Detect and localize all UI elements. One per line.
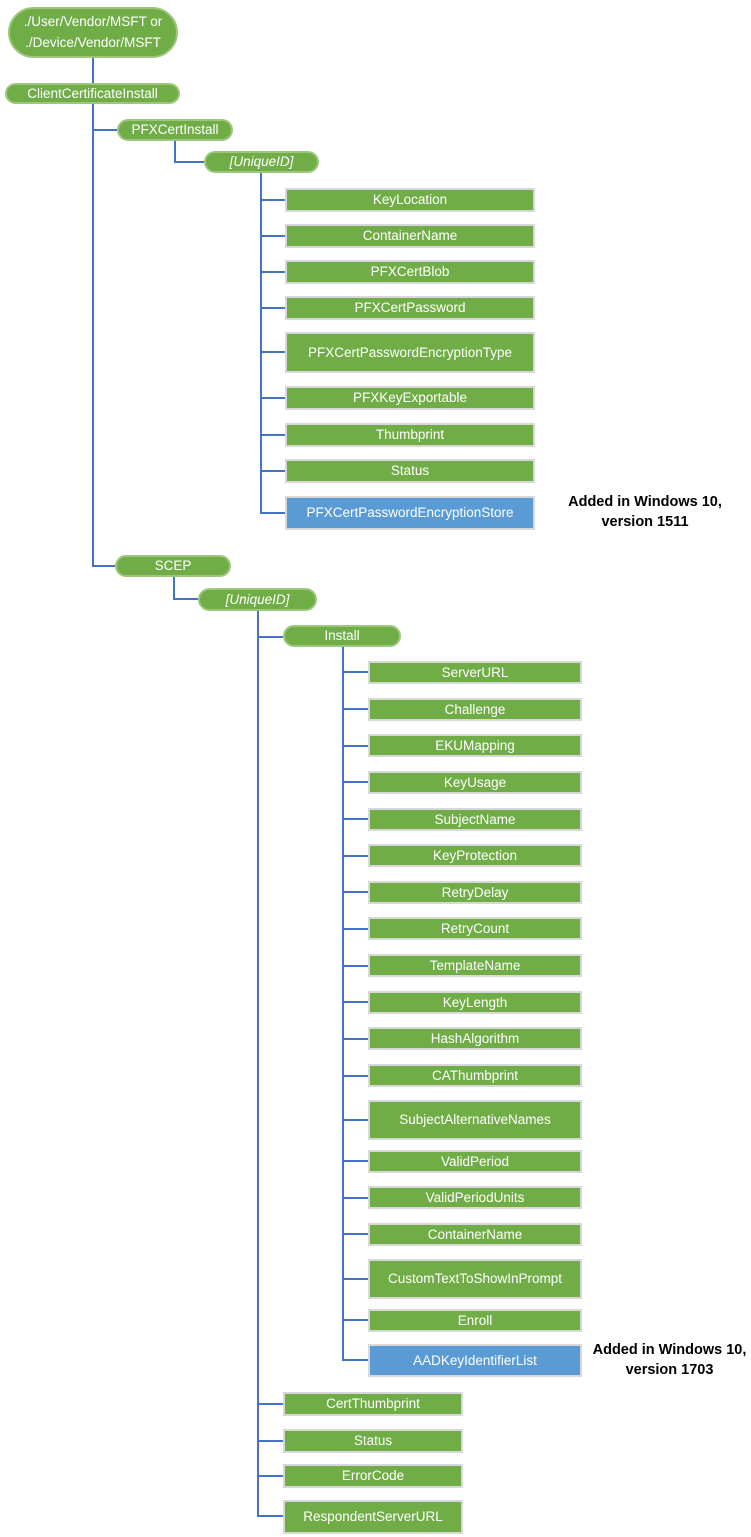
node-respondentserverurl: RespondentServerURL bbox=[283, 1500, 463, 1534]
node-ekumapping: EKUMapping bbox=[368, 734, 582, 757]
node-keyusage: KeyUsage bbox=[368, 771, 582, 794]
node-subjectname: SubjectName bbox=[368, 808, 582, 831]
node-hashalgorithm: HashAlgorithm bbox=[368, 1027, 582, 1050]
node-certthumbprint: CertThumbprint bbox=[283, 1392, 463, 1416]
node-subjectalternativenames: SubjectAlternativeNames bbox=[368, 1100, 582, 1140]
node-thumbprint: Thumbprint bbox=[285, 423, 535, 447]
node-retrydelay: RetryDelay bbox=[368, 881, 582, 904]
node-challenge: Challenge bbox=[368, 698, 582, 721]
node-pfxcertpasswordencryptiontype: PFXCertPasswordEncryptionType bbox=[285, 332, 535, 373]
node-pfxkeyexportable: PFXKeyExportable bbox=[285, 386, 535, 410]
node-customtexttoshowinprompt: CustomTextToShowInPrompt bbox=[368, 1259, 582, 1299]
node-serverurl: ServerURL bbox=[368, 661, 582, 684]
node-cathumbprint: CAThumbprint bbox=[368, 1064, 582, 1087]
node-pfxcertblob: PFXCertBlob bbox=[285, 260, 535, 284]
node-enroll: Enroll bbox=[368, 1309, 582, 1332]
node-install: Install bbox=[283, 625, 401, 647]
node-clientcertificateinstall: ClientCertificateInstall bbox=[5, 83, 180, 104]
node-scep-uniqueid: [UniqueID] bbox=[198, 588, 317, 611]
node-errorcode: ErrorCode bbox=[283, 1464, 463, 1488]
node-pfxcertpassword: PFXCertPassword bbox=[285, 296, 535, 320]
node-status-scep: Status bbox=[283, 1429, 463, 1453]
node-templatename: TemplateName bbox=[368, 954, 582, 977]
node-status-pfx: Status bbox=[285, 459, 535, 483]
node-containername-pfx: ContainerName bbox=[285, 224, 535, 248]
node-scep: SCEP bbox=[115, 555, 231, 577]
node-validperiod: ValidPeriod bbox=[368, 1150, 582, 1173]
node-keyprotection: KeyProtection bbox=[368, 844, 582, 867]
connector-lines bbox=[92, 58, 368, 1517]
node-pfxcertinstall: PFXCertInstall bbox=[117, 119, 233, 141]
node-keylocation: KeyLocation bbox=[285, 188, 535, 212]
node-retrycount: RetryCount bbox=[368, 917, 582, 940]
annotation-added-1703: Added in Windows 10, version 1703 bbox=[592, 1342, 747, 1379]
node-root-path: ./User/Vendor/MSFT or ./Device/Vendor/MS… bbox=[8, 7, 178, 58]
node-containername-scep: ContainerName bbox=[368, 1223, 582, 1246]
annotation-added-1511: Added in Windows 10, version 1511 bbox=[568, 494, 722, 531]
node-keylength: KeyLength bbox=[368, 991, 582, 1014]
node-validperiodunits: ValidPeriodUnits bbox=[368, 1186, 582, 1209]
node-pfx-uniqueid: [UniqueID] bbox=[204, 151, 319, 173]
node-pfxcertpasswordencryptionstore: PFXCertPasswordEncryptionStore bbox=[285, 496, 535, 530]
node-aadkeyidentifierlist: AADKeyIdentifierList bbox=[368, 1344, 582, 1377]
